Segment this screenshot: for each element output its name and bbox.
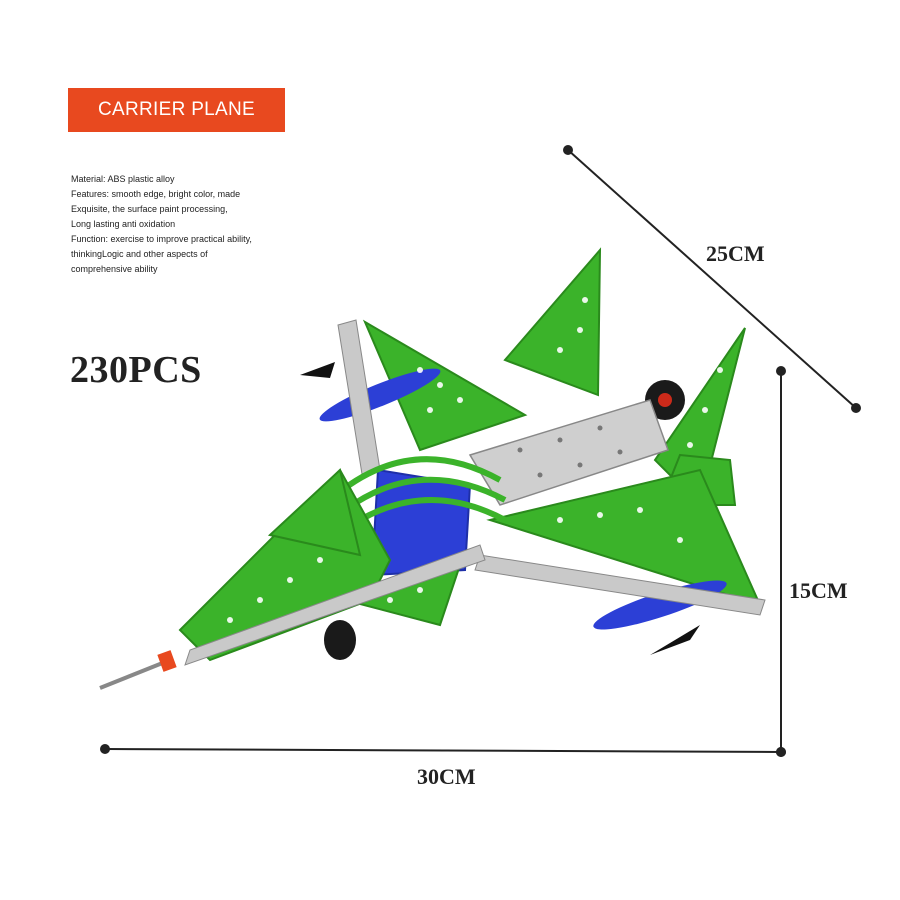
canopy-arches bbox=[328, 456, 507, 523]
front-wheel bbox=[324, 620, 356, 660]
missile-upper bbox=[319, 368, 441, 422]
dimension-length-label: 30CM bbox=[417, 764, 476, 789]
product-title: CARRIER PLANE bbox=[98, 99, 255, 120]
wing-lower bbox=[486, 468, 762, 607]
dimension-line-depth bbox=[563, 145, 861, 413]
product-description: Material: ABS plastic alloy Features: sm… bbox=[71, 172, 301, 277]
dimension-height-label: 15CM bbox=[789, 578, 848, 603]
front-fin bbox=[267, 468, 362, 557]
description-line: Exquisite, the surface paint processing, bbox=[71, 204, 228, 214]
jet-model bbox=[99, 247, 766, 690]
description-line: Material: ABS plastic alloy bbox=[71, 174, 175, 184]
metal-strut bbox=[184, 544, 486, 666]
piece-count: 230PCS bbox=[70, 349, 202, 391]
description-line: Features: smooth edge, bright color, mad… bbox=[71, 189, 241, 199]
description-line: Long lasting anti oxidation bbox=[71, 219, 176, 229]
dimension-line-length bbox=[100, 744, 786, 757]
dimension-line-height bbox=[776, 366, 786, 757]
product-title-banner: CARRIER PLANE bbox=[68, 88, 285, 132]
description-line: comprehensive ability bbox=[71, 264, 158, 274]
fuselage bbox=[468, 399, 669, 506]
description-line: thinkingLogic and other aspects of bbox=[71, 249, 208, 259]
dimension-depth-label: 25CM bbox=[706, 241, 765, 266]
description-line: Function: exercise to improve practical … bbox=[71, 234, 252, 244]
tail-fin-left bbox=[503, 247, 602, 397]
nose-spike bbox=[99, 660, 166, 690]
